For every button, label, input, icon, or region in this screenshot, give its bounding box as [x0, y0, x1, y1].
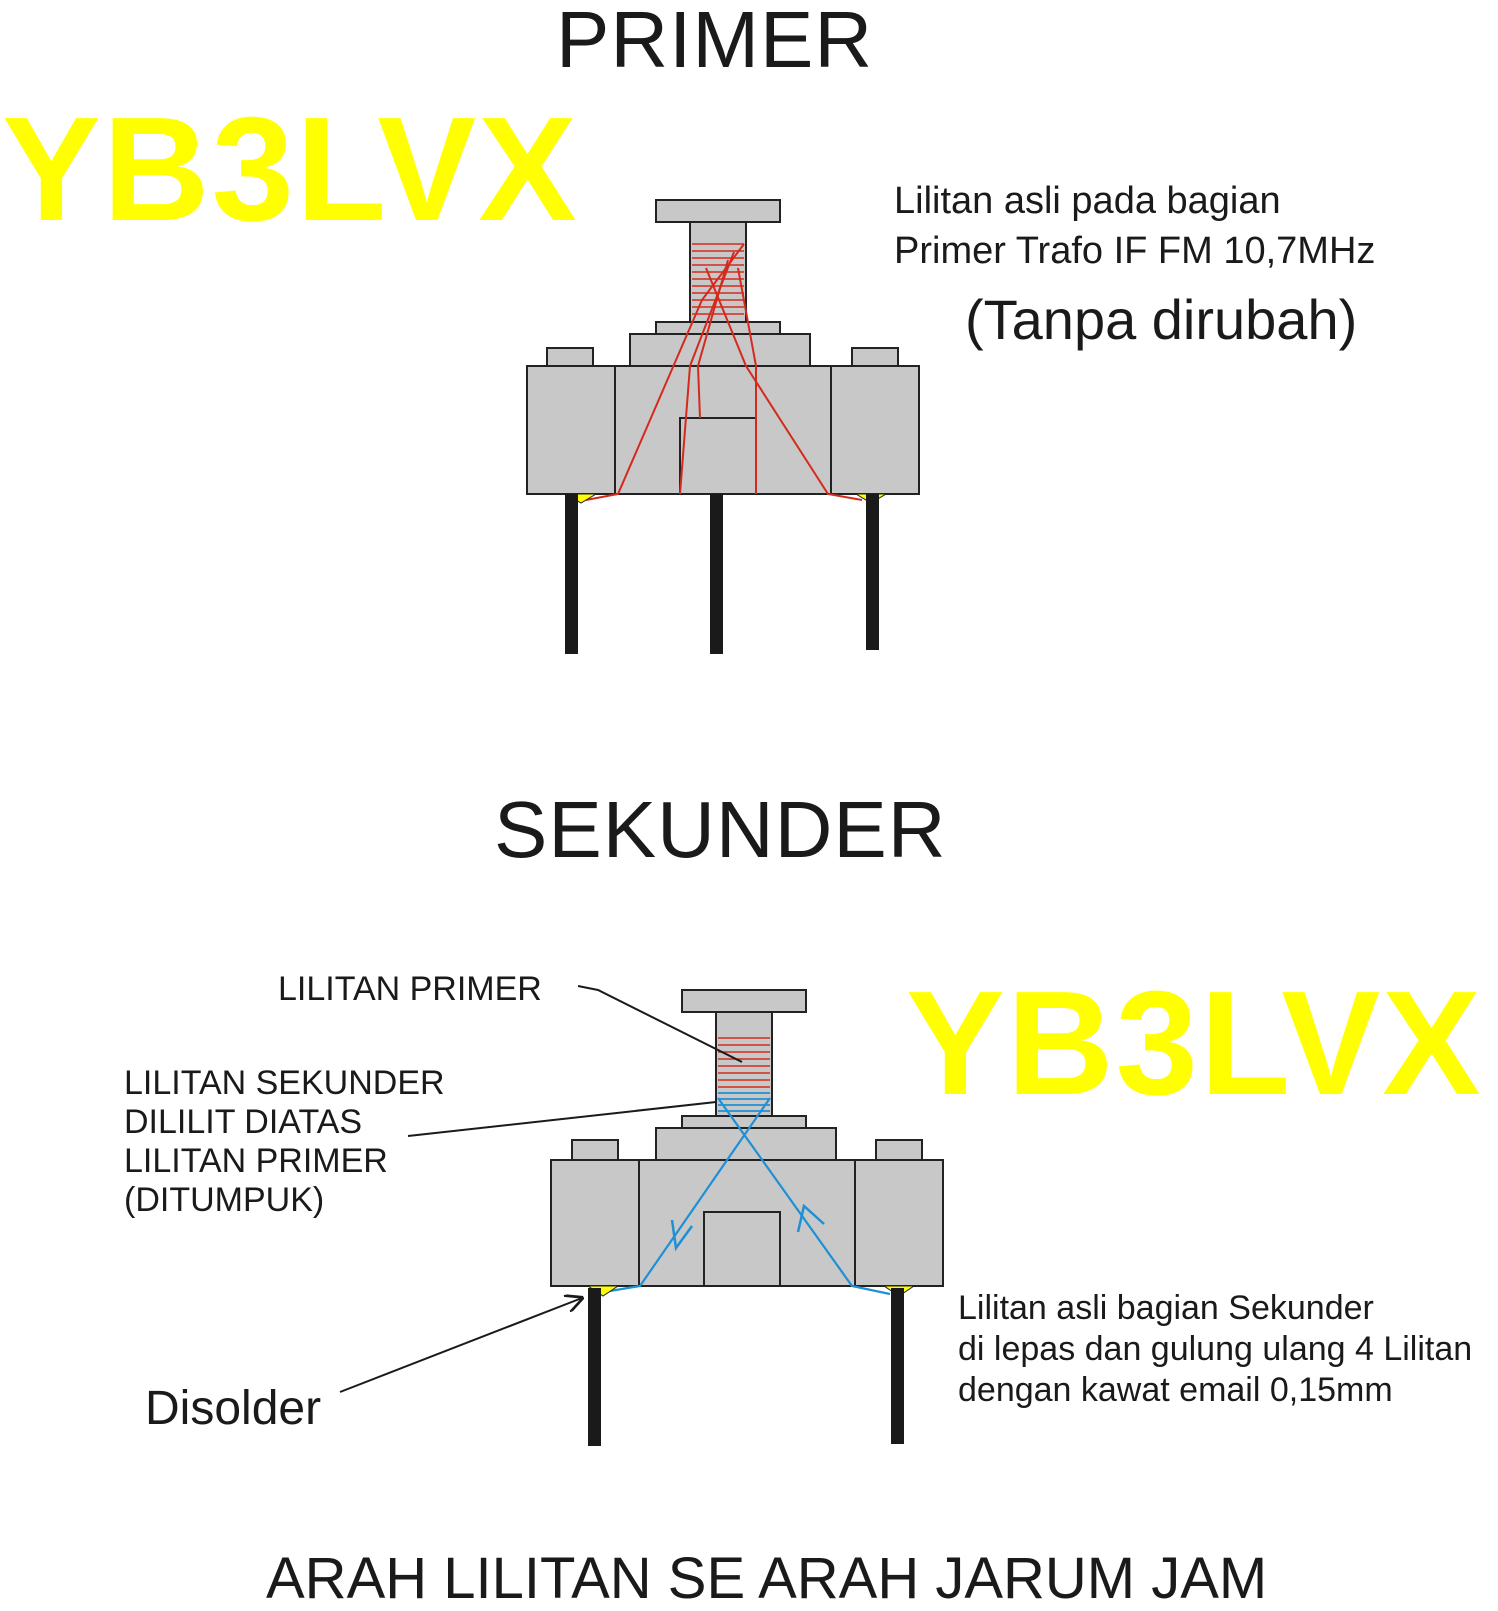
primer-pin-left [565, 494, 578, 654]
watermark-top: YB3LVX [2, 87, 579, 252]
sekunder-description: Lilitan asli bagian Sekunder di lepas da… [958, 1288, 1472, 1411]
primer-title: PRIMER [556, 0, 874, 84]
primer-inner-window [679, 417, 757, 495]
primer-tab-left [546, 347, 594, 367]
sekunder-step-small [681, 1115, 807, 1129]
label-lilitan-sekunder-line: LILITAN SEKUNDER [124, 1064, 445, 1102]
label-lilitan-sekunder: LILITAN SEKUNDER DILILIT DIATAS LILITAN … [124, 1064, 445, 1220]
leader-lilitan-sekunder [407, 1101, 717, 1137]
sekunder-pin-left [588, 1288, 601, 1446]
label-lilitan-sekunder-line: DILILIT DIATAS [124, 1103, 363, 1141]
sekunder-tab-left [571, 1139, 619, 1161]
sekunder-direction-arrow-left [670, 1219, 694, 1252]
primer-lead-wires [585, 243, 863, 501]
watermark-bottom: YB3LVX [906, 961, 1483, 1126]
sekunder-description-line: dengan kawat email 0,15mm [958, 1371, 1393, 1409]
leader-lines [339, 985, 743, 1393]
primer-winding [692, 243, 744, 315]
primer-step-small [655, 321, 781, 335]
sekunder-core-cap [681, 989, 807, 1013]
leader-lilitan-primer [577, 985, 743, 1063]
primer-pin-center [710, 494, 723, 654]
sekunder-primary-winding [718, 1037, 770, 1088]
label-lilitan-primer: LILITAN PRIMER [278, 970, 542, 1008]
sekunder-description-line: di lepas dan gulung ulang 4 Lilitan [958, 1330, 1473, 1368]
primer-step-large [629, 333, 811, 367]
sekunder-bobbin [715, 1011, 773, 1117]
primer-note: (Tanpa dirubah) [965, 288, 1358, 351]
primer-pin-right [866, 494, 879, 650]
primer-transformer [526, 199, 920, 654]
sekunder-title: SEKUNDER [494, 785, 947, 874]
sekunder-lead-wires [603, 1097, 891, 1296]
sekunder-tab-right [875, 1139, 923, 1161]
primer-tab-right [851, 347, 899, 367]
primer-description-line: Lilitan asli pada bagian [894, 180, 1281, 222]
sekunder-inner-window [703, 1211, 781, 1287]
primer-core-cap [655, 199, 781, 223]
sekunder-pin-right [891, 1288, 904, 1444]
primer-description-line: Primer Trafo IF FM 10,7MHz [894, 230, 1376, 272]
primer-description: Lilitan asli pada bagian Primer Trafo IF… [894, 176, 1375, 276]
label-lilitan-sekunder-line: LILITAN PRIMER [124, 1142, 388, 1180]
sekunder-direction-arrow-right [796, 1203, 825, 1233]
leader-disolder [339, 1298, 582, 1393]
footer-text: ARAH LILITAN SE ARAH JARUM JAM [266, 1546, 1268, 1611]
label-lilitan-sekunder-line: (DITUMPUK) [124, 1181, 325, 1219]
sekunder-description-line: Lilitan asli bagian Sekunder [958, 1289, 1374, 1327]
label-disolder: Disolder [145, 1382, 322, 1435]
sekunder-transformer [550, 989, 944, 1446]
